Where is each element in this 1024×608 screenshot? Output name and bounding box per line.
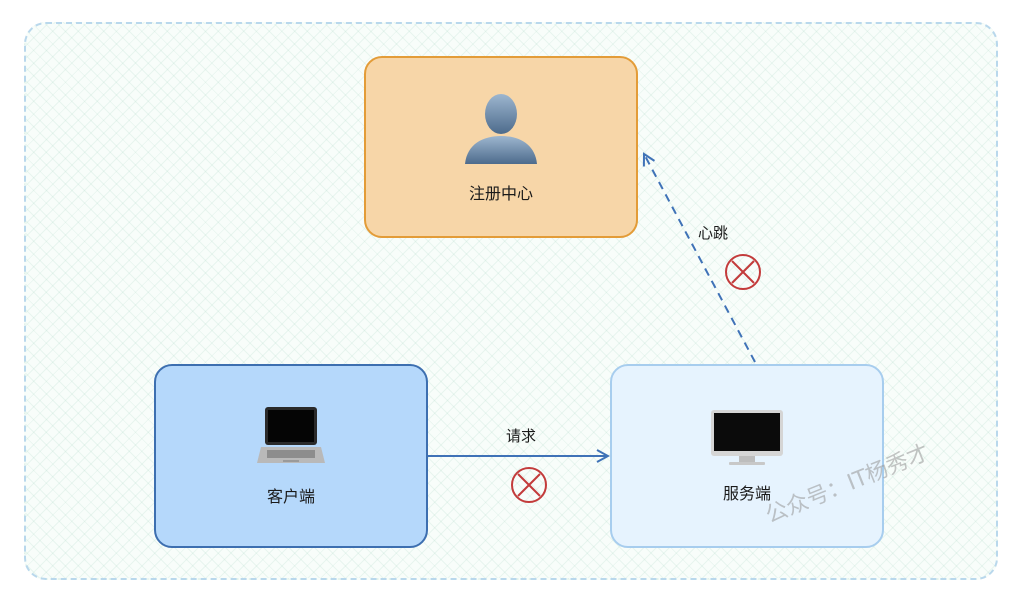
request-label: 请求 [506,427,537,445]
error-x-icon [725,254,761,290]
server-node[interactable]: 服务端 [610,364,884,548]
server-label: 服务端 [722,484,771,503]
heartbeat-arrow[interactable] [644,154,756,363]
registry-label: 注册中心 [468,184,533,203]
client-label: 客户端 [266,487,315,506]
laptop-icon [257,407,325,463]
user-icon [465,94,537,164]
heartbeat-label: 心跳 [698,224,729,242]
error-x-icon [511,467,547,503]
monitor-icon [711,410,783,465]
client-node[interactable]: 客户端 [154,364,428,548]
registry-node[interactable]: 注册中心 [364,56,638,238]
